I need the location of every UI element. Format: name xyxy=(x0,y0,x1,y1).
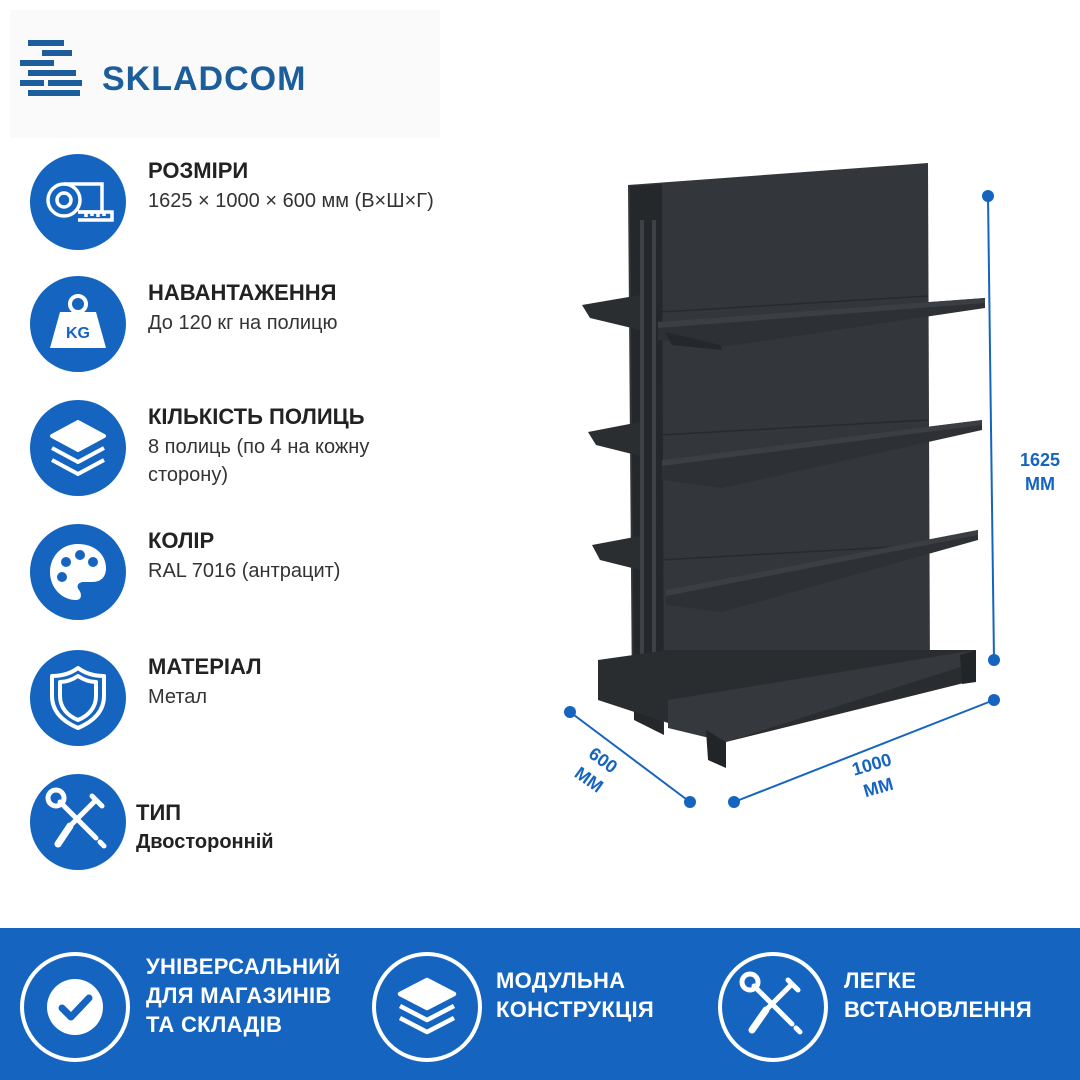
shield-icon xyxy=(50,666,106,730)
tape-measure-icon xyxy=(46,182,114,222)
feature-color: КОЛІР RAL 7016 (антрацит) xyxy=(30,524,450,624)
feature-description: Метал xyxy=(148,686,208,708)
feature-icon-circle xyxy=(30,650,126,746)
tools-icon xyxy=(739,971,803,1035)
feature-description: 1625 × 1000 × 600 мм (В×Ш×Г) xyxy=(148,190,434,212)
feature-icon-circle xyxy=(30,774,126,870)
feature-title: КІЛЬКІСТЬ ПОЛИЦЬ xyxy=(148,404,365,429)
feature-title: НАВАНТАЖЕННЯ xyxy=(148,280,337,305)
feature-title: РОЗМІРИ xyxy=(148,158,249,183)
logo-mark-icon xyxy=(20,40,82,96)
kg-weight-icon: KG xyxy=(50,294,106,348)
feature-description: RAL 7016 (антрацит) xyxy=(148,560,341,582)
shelf xyxy=(662,420,982,488)
footer-line: МОДУЛЬНА xyxy=(496,968,626,993)
feature-icon-circle xyxy=(30,154,126,250)
shelf xyxy=(658,298,985,350)
footer-badge xyxy=(718,952,828,1062)
svg-text:KG: KG xyxy=(66,325,90,342)
rack-illustration xyxy=(564,163,1000,808)
footer-line: ДЛЯ МАГАЗИНІВ xyxy=(146,983,332,1008)
brand-name: SKLADCOM xyxy=(102,60,307,98)
feature-material: МАТЕРІАЛ Метал xyxy=(30,650,450,750)
feature-title: МАТЕРІАЛ xyxy=(148,654,262,679)
feature-icon-circle: KG xyxy=(30,276,126,372)
feature-icon-circle xyxy=(30,400,126,496)
feature-title: КОЛІР xyxy=(148,528,215,553)
layers-icon xyxy=(50,420,106,476)
feature-description: 8 полиць (по 4 на кожну сторону) xyxy=(148,436,370,486)
footer-line: ТА СКЛАДІВ xyxy=(146,1012,283,1037)
palette-icon xyxy=(50,544,106,600)
brand-logo: SKLADCOM xyxy=(10,10,440,138)
footer-text-modular: МОДУЛЬНА КОНСТРУКЦІЯ xyxy=(496,966,654,1024)
feature-icon-circle xyxy=(30,524,126,620)
shelf xyxy=(666,530,978,612)
feature-dimensions: РОЗМІРИ 1625 × 1000 × 600 мм (В×Ш×Г) xyxy=(30,154,450,254)
feature-description: До 120 кг на полицю xyxy=(148,312,338,334)
footer-text-easy-install: ЛЕГКЕ ВСТАНОВЛЕННЯ xyxy=(844,966,1032,1024)
footer-badge xyxy=(372,952,482,1062)
footer-line: КОНСТРУКЦІЯ xyxy=(496,997,654,1022)
layers-icon xyxy=(397,977,457,1035)
feature-type: ТИП Двосторонній xyxy=(30,774,450,874)
footer-banner: УНІВЕРСАЛЬНИЙ ДЛЯ МАГАЗИНІВ ТА СКЛАДІВ М… xyxy=(0,928,1080,1080)
feature-title: ТИП xyxy=(136,800,182,825)
footer-text-universal: УНІВЕРСАЛЬНИЙ ДЛЯ МАГАЗИНІВ ТА СКЛАДІВ xyxy=(146,952,341,1039)
footer-line: УНІВЕРСАЛЬНИЙ xyxy=(146,954,341,979)
footer-line: ЛЕГКЕ xyxy=(844,968,917,993)
height-dimension-label: 1625 MM xyxy=(1010,448,1070,496)
checkmark-icon xyxy=(47,979,103,1035)
footer-badge xyxy=(20,952,130,1062)
height-value: 1625 xyxy=(1019,450,1061,470)
feature-load: KG НАВАНТАЖЕННЯ До 120 кг на полицю xyxy=(30,276,450,376)
feature-shelf-count: КІЛЬКІСТЬ ПОЛИЦЬ 8 полиць (по 4 на кожну… xyxy=(30,400,450,500)
footer-line: ВСТАНОВЛЕННЯ xyxy=(844,997,1032,1022)
height-unit: MM xyxy=(1025,474,1055,494)
tools-icon xyxy=(45,787,107,849)
feature-description: Двосторонній xyxy=(136,831,274,853)
